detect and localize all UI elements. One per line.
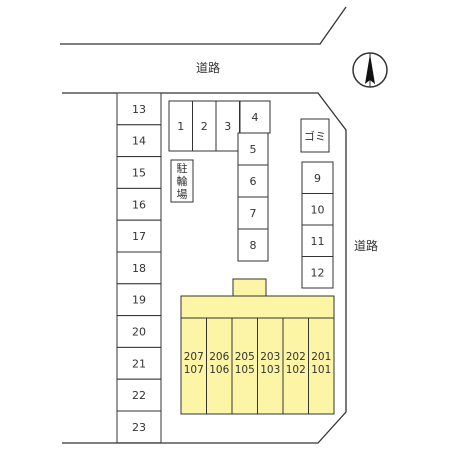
parking-space: 17 (116, 219, 162, 253)
bicycle-parking-char: 場 (177, 188, 188, 201)
parking-space-number: 17 (132, 230, 146, 243)
road-label-top: 道路 (196, 60, 220, 75)
parking-space: 22 (116, 378, 162, 412)
parking-space: 3 (215, 100, 240, 152)
parking-space-number: 21 (132, 357, 146, 370)
parking-space: 16 (116, 187, 162, 221)
road-edges (60, 6, 347, 444)
parking-space-number: 18 (132, 262, 146, 275)
parking-left-column: 13 14 15 16 17 18 19 20 21 22 23 (116, 92, 162, 444)
parking-space-number: 23 (132, 421, 146, 434)
parking-space: 9 (301, 161, 334, 194)
parking-space: 7 (237, 196, 269, 230)
site-boundary (62, 92, 347, 444)
parking-space-number: 4 (252, 111, 259, 124)
unit-number-upper: 201 (311, 351, 331, 363)
parking-top-row: 1 2 3 (168, 100, 240, 152)
parking-space-number: 8 (250, 239, 257, 252)
parking-space-number: 5 (250, 143, 257, 156)
unit-number-lower: 102 (286, 364, 306, 376)
bicycle-parking: 駐 輪 場 (170, 159, 194, 203)
parking-space: 10 (301, 193, 334, 226)
parking-space-number: 10 (311, 203, 325, 216)
unit-number-lower: 105 (235, 364, 255, 376)
parking-space: 11 (301, 224, 334, 257)
parking-space: 18 (116, 251, 162, 285)
bicycle-parking-char: 輪 (177, 174, 188, 188)
unit-number-upper: 203 (260, 351, 280, 363)
parking-space-number: 22 (132, 389, 146, 402)
parking-space-number: 3 (224, 120, 231, 133)
unit-number-upper: 205 (235, 351, 255, 363)
unit-number-lower: 103 (260, 364, 280, 376)
unit-number-lower: 106 (209, 364, 229, 376)
parking-space: 14 (116, 124, 162, 158)
parking-space: 15 (116, 156, 162, 189)
parking-space-number: 11 (311, 235, 325, 248)
parking-space: 4 (239, 100, 271, 134)
parking-space-number: 1 (177, 120, 184, 133)
parking-space-number: 15 (132, 167, 146, 180)
garbage-station: ゴミ (300, 118, 330, 153)
parking-space-number: 6 (250, 175, 257, 188)
parking-space-number: 19 (132, 294, 146, 307)
bicycle-parking-char: 駐 (177, 161, 188, 175)
parking-space: 20 (116, 315, 162, 348)
unit-number-upper: 206 (209, 351, 229, 363)
unit-number-upper: 202 (286, 351, 306, 363)
parking-space: 6 (237, 164, 269, 198)
parking-space: 21 (116, 346, 162, 380)
unit-number-lower: 101 (311, 364, 331, 376)
parking-space: 13 (116, 92, 162, 126)
parking-space: 5 (237, 132, 269, 166)
parking-space: 12 (301, 256, 334, 289)
parking-space: 8 (237, 228, 269, 262)
road-label-right: 道路 (354, 238, 378, 253)
building-entrance (232, 278, 267, 298)
parking-space-number: 2 (201, 120, 208, 133)
parking-space-number: 9 (314, 172, 321, 185)
north-arrow-icon (352, 52, 388, 88)
road-top-edge (60, 6, 347, 45)
parking-center-column: 4 5 6 7 8 (237, 100, 271, 262)
unit-number-upper: 207 (184, 351, 204, 363)
parking-space-number: 13 (132, 103, 146, 116)
parking-right-column: 9 10 11 12 (301, 161, 334, 289)
parking-space: 19 (116, 283, 162, 317)
parking-space-number: 12 (311, 266, 325, 279)
unit-number-lower: 107 (184, 364, 204, 376)
building-corridor (180, 295, 335, 319)
parking-space-number: 20 (132, 326, 146, 339)
parking-space: 1 (168, 100, 193, 152)
parking-space-number: 16 (132, 198, 146, 211)
parking-space: 23 (116, 410, 162, 444)
parking-space-number: 7 (250, 207, 257, 220)
parking-space-number: 14 (132, 135, 146, 148)
garbage-label: ゴミ (304, 129, 326, 143)
parking-space: 2 (192, 100, 217, 152)
